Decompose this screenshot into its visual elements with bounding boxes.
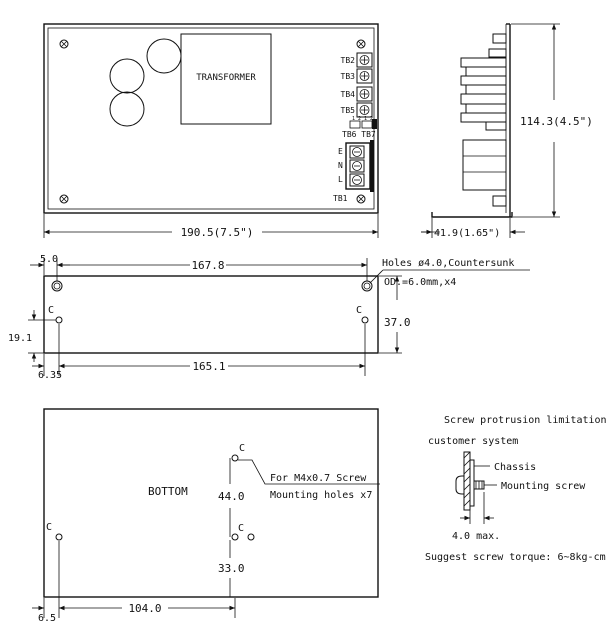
height-dimension-label: 114.3(4.5") <box>520 115 593 128</box>
side-base-plate <box>431 212 513 218</box>
dimension-104-0: 104.0 <box>58 598 236 618</box>
connector-tb6-tb7: 1 2 1 2 TB6 TB7 <box>342 116 377 139</box>
dimension-37-0: 37.0 <box>379 275 411 354</box>
top-view-inner-outline <box>47 27 375 210</box>
screw-detail-title: Screw protrusion limitation <box>444 415 607 426</box>
c-mark-right: C <box>356 305 362 316</box>
top-view-outline <box>43 23 379 214</box>
bottom-view: BOTTOM C C C For M4x0.7 Screw Mounting h… <box>32 408 380 624</box>
dimension-19-1-label: 19.1 <box>8 333 32 344</box>
bottom-label: BOTTOM <box>148 485 188 498</box>
side-panel-view: C C 5.0 167.8 Holes ø4.0,Countersunk OD.… <box>8 254 530 381</box>
terminal-tb3: TB3 <box>341 68 373 84</box>
mounting-screw-label: Mounting screw <box>501 481 586 492</box>
terminal-tb5: TB5 <box>341 102 373 118</box>
tb67-pin-numbers: 1 2 1 2 <box>352 116 373 122</box>
width-dimension: 190.5(7.5") <box>43 214 379 239</box>
mounting-hole-right <box>361 316 369 324</box>
corner-screw-bottom-left <box>59 194 69 204</box>
dimension-33-0: 33.0 <box>218 540 245 597</box>
input-label-e: E <box>338 147 343 156</box>
corner-screw-bottom-right <box>356 194 366 204</box>
screw-detail: Screw protrusion limitation customer sys… <box>425 415 607 563</box>
terminal-tb3-label: TB3 <box>341 72 356 81</box>
top-view: TRANSFORMER TB2 TB3 TB4 TB5 1 2 1 2 TB6 … <box>43 23 379 239</box>
customer-system-label: customer system <box>428 436 518 447</box>
bottom-hole-left <box>55 533 63 541</box>
transformer-block <box>180 33 272 125</box>
dimension-33-0-label: 33.0 <box>218 562 245 575</box>
mounting-hole-left <box>55 316 63 324</box>
bottom-hole-middle-right <box>247 533 255 541</box>
chassis-plate <box>469 459 475 507</box>
tb1-label: TB1 <box>333 194 348 203</box>
holes-note-line-2: OD.=6.0mm,x4 <box>384 277 456 288</box>
capacitor-2 <box>146 38 182 74</box>
dimension-104-0-label: 104.0 <box>128 602 161 615</box>
side-panel-outline <box>43 275 379 354</box>
depth-dimension-label: 41.9(1.65") <box>434 228 500 239</box>
side-components <box>460 33 507 207</box>
dimension-6-5: 6.5 <box>32 541 60 624</box>
dimension-165-1-label: 165.1 <box>192 360 225 373</box>
dimension-37-0-label: 37.0 <box>384 316 411 329</box>
terminal-tb4-label: TB4 <box>341 90 356 99</box>
bottom-c-mark-top: C <box>239 443 245 454</box>
width-dimension-label: 190.5(7.5") <box>181 226 254 239</box>
bottom-c-mark-left: C <box>46 522 52 533</box>
max-protrusion-label: 4.0 max. <box>452 531 500 542</box>
dimension-167-8: 167.8 <box>57 258 368 281</box>
dimension-5-0-label: 5.0 <box>40 254 58 265</box>
holes-note-line-1: Holes ø4.0,Countersunk <box>382 258 514 269</box>
capacitor-3 <box>109 91 145 127</box>
dimension-5-0: 5.0 <box>30 254 70 281</box>
tb67-label: TB6 TB7 <box>342 130 376 139</box>
depth-dimension: 41.9(1.65") <box>421 218 525 239</box>
screw-note-line-2: Mounting holes x7 <box>270 490 372 501</box>
dimension-44-0: 44.0 <box>218 458 245 537</box>
c-mark-left: C <box>48 305 54 316</box>
bottom-hole-top <box>231 454 239 462</box>
input-label-l: L <box>338 175 343 184</box>
bottom-hole-middle-left <box>231 533 239 541</box>
terminal-tb2: TB2 <box>341 52 373 68</box>
terminal-tb4: TB4 <box>341 86 373 102</box>
dimension-167-8-label: 167.8 <box>191 259 224 272</box>
dimension-44-0-label: 44.0 <box>218 490 245 503</box>
terminal-block-tb1: E N L TB1 <box>333 140 374 203</box>
bottom-view-outline <box>43 408 379 598</box>
chassis-label: Chassis <box>494 462 536 473</box>
terminal-tb2-label: TB2 <box>341 56 356 65</box>
terminal-tb5-label: TB5 <box>341 106 356 115</box>
dimension-6-35-label: 6.35 <box>38 370 62 381</box>
capacitor-1 <box>109 58 145 94</box>
holes-note: Holes ø4.0,Countersunk OD.=6.0mm,x4 <box>369 258 530 288</box>
height-dimension: 114.3(4.5") <box>511 23 593 218</box>
input-label-n: N <box>338 161 343 170</box>
bottom-c-mark-middle: C <box>238 523 244 534</box>
countersunk-hole-left <box>51 280 63 292</box>
screw-note-line-1: For M4x0.7 Screw <box>270 473 367 484</box>
screw-note: For M4x0.7 Screw Mounting holes x7 <box>238 459 380 501</box>
corner-screw-top-left <box>59 39 69 49</box>
dimension-6-5-label: 6.5 <box>38 613 56 624</box>
transformer-label: TRANSFORMER <box>196 73 256 83</box>
dimension-165-1: 165.1 <box>58 324 366 376</box>
torque-note: Suggest screw torque: 6~8kg-cm <box>425 552 606 563</box>
dimension-19-1: 19.1 <box>8 310 56 362</box>
side-view: 114.3(4.5") 41.9(1.65") <box>421 23 593 239</box>
corner-screw-top-right <box>356 39 366 49</box>
